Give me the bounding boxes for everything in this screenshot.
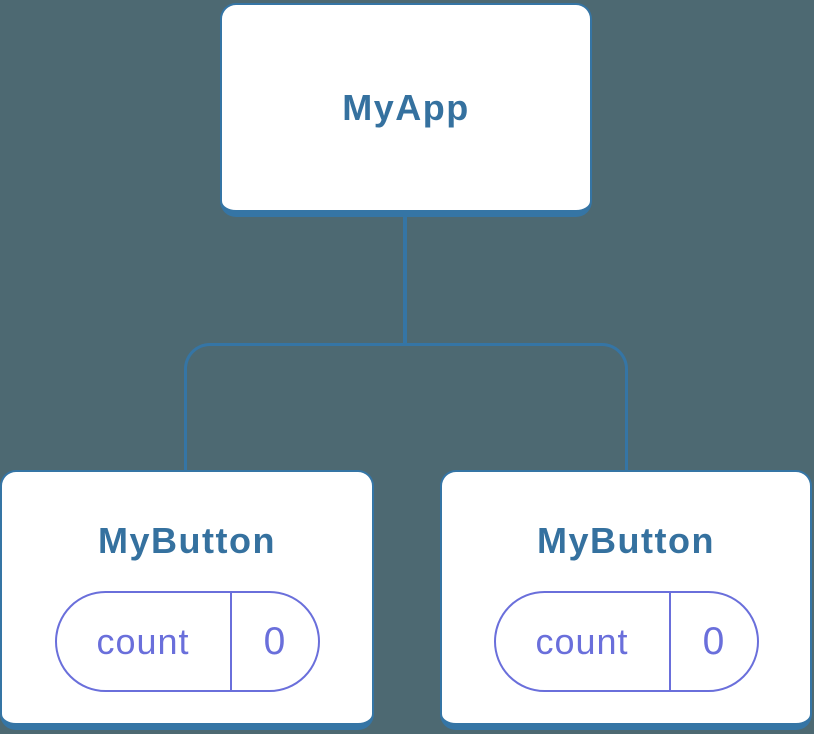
- component-node-myapp: MyApp: [220, 3, 592, 217]
- state-pill-left: count 0: [54, 591, 320, 692]
- connector-stem: [403, 217, 407, 346]
- state-value-left: 0: [263, 619, 286, 663]
- component-label-mybutton-left: MyButton: [98, 520, 276, 561]
- state-value-right: 0: [702, 619, 725, 663]
- connector-branch: [184, 343, 628, 470]
- state-key-right: count: [496, 593, 671, 690]
- component-label-mybutton-right: MyButton: [537, 520, 715, 561]
- state-pill-right: count 0: [493, 591, 759, 692]
- component-node-mybutton-left: MyButton count 0: [0, 470, 374, 730]
- component-node-mybutton-right: MyButton count 0: [440, 470, 812, 730]
- state-key-left: count: [57, 593, 232, 690]
- component-label-myapp: MyApp: [342, 86, 470, 128]
